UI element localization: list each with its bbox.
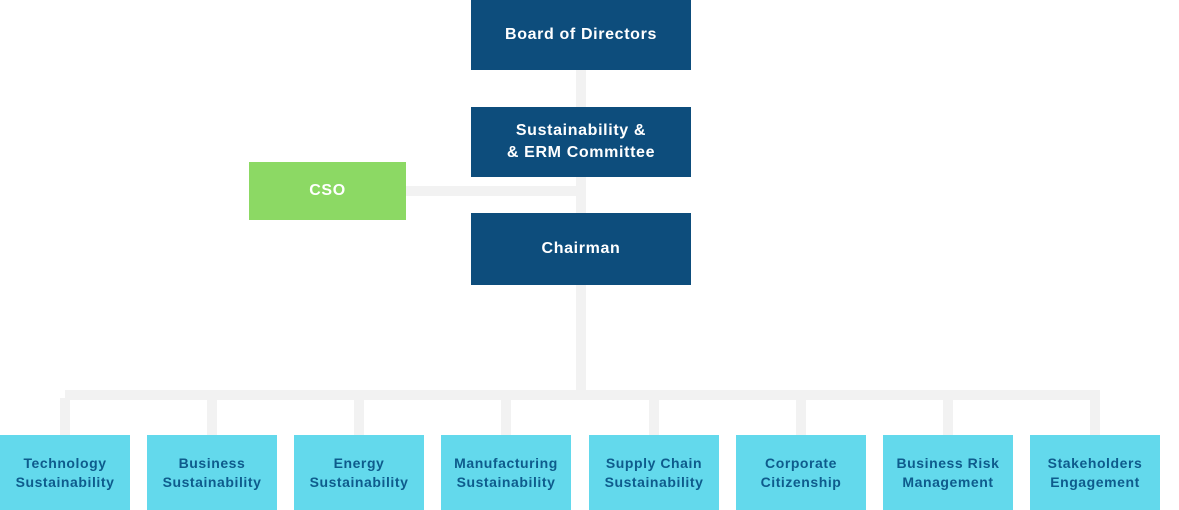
connector-stub-business	[207, 398, 217, 435]
connector-stub-corporate	[796, 398, 806, 435]
dept-label-line1: Stakeholders	[1047, 454, 1143, 471]
node-chairman-label: Chairman	[541, 240, 621, 257]
node-committee-label-line2: & ERM Committee	[506, 144, 656, 161]
dept-label-line1: Manufacturing	[454, 454, 558, 471]
dept-label-line2: Citizenship	[760, 473, 842, 490]
node-chairman: Chairman	[471, 213, 691, 285]
connector-chairman-spine	[576, 285, 586, 397]
node-business-risk-management: Business Risk Management	[883, 435, 1013, 510]
node-business-sustainability: Business Sustainability	[147, 435, 277, 510]
dept-label-line2: Sustainability	[309, 473, 409, 490]
node-committee-label-line1: Sustainability &	[515, 122, 647, 139]
node-cso-label: CSO	[309, 182, 346, 199]
node-corporate-citizenship: Corporate Citizenship	[736, 435, 866, 510]
dept-label-line2: Engagement	[1050, 473, 1140, 490]
dept-label-line2: Sustainability	[604, 473, 704, 490]
dept-label-line2: Sustainability	[162, 473, 262, 490]
dept-label-line2: Sustainability	[456, 473, 556, 490]
connector-stub-energy	[354, 398, 364, 435]
connector-spine-horizontal	[65, 390, 1100, 400]
dept-label-line1: Corporate	[765, 454, 837, 471]
dept-label-line1: Technology	[23, 454, 107, 471]
node-technology-sustainability: Technology Sustainability	[0, 435, 130, 510]
node-sustainability-erm-committee: Sustainability & & ERM Committee	[471, 107, 691, 177]
node-manufacturing-sustainability: Manufacturing Sustainability	[441, 435, 571, 510]
node-cso: CSO	[249, 162, 406, 220]
connector-stub-manufacturing	[501, 398, 511, 435]
node-board-label: Board of Directors	[505, 26, 657, 43]
dept-label-line1: Business	[178, 454, 246, 471]
node-stakeholders-engagement: Stakeholders Engagement	[1030, 435, 1160, 510]
dept-label-line1: Energy	[333, 454, 385, 471]
connector-stub-risk	[943, 398, 953, 435]
node-supply-chain-sustainability: Supply Chain Sustainability	[589, 435, 719, 510]
connector-stub-supply-chain	[649, 398, 659, 435]
node-energy-sustainability: Energy Sustainability	[294, 435, 424, 510]
node-board-of-directors: Board of Directors	[471, 0, 691, 70]
dept-label-line2: Management	[902, 473, 994, 490]
dept-label-line2: Sustainability	[15, 473, 115, 490]
connector-stub-stakeholders	[1090, 398, 1100, 435]
connector-committee-chairman	[576, 175, 586, 215]
connector-stub-technology	[60, 398, 70, 435]
dept-label-line1: Business Risk	[896, 454, 1000, 471]
connector-board-committee	[576, 68, 586, 109]
dept-label-line1: Supply Chain	[605, 454, 703, 471]
connector-cso-horizontal	[406, 186, 581, 196]
